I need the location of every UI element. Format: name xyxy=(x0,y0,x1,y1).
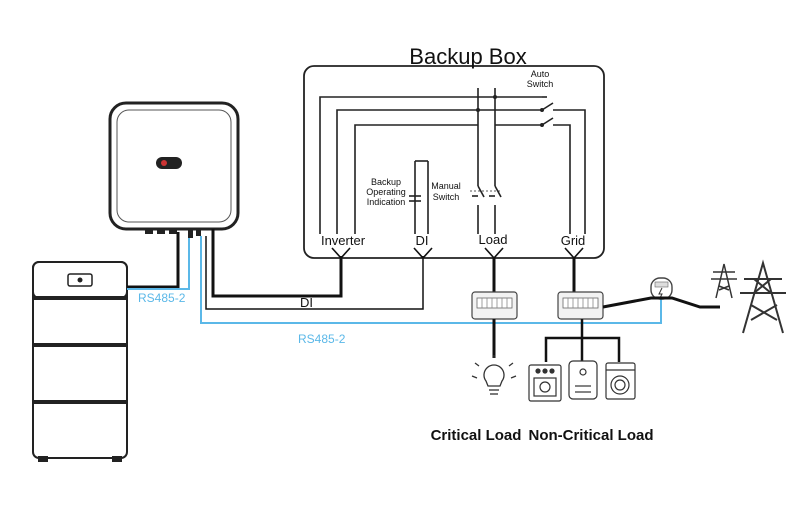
backup-box xyxy=(303,65,605,259)
rs485-meter-cable xyxy=(200,236,662,324)
terminal-inverter-label: Inverter xyxy=(321,233,366,248)
non-critical-load-label: Non-Critical Load xyxy=(528,427,653,444)
auto-switch-label-line2: Switch xyxy=(527,79,554,89)
stove-icon xyxy=(528,364,562,402)
water-heater-icon xyxy=(568,360,598,400)
terminal-connectors xyxy=(331,247,584,260)
washing-machine-icon xyxy=(605,362,636,400)
di-signal-cable xyxy=(205,236,424,310)
backup-indication-label-line3: Indication xyxy=(367,197,406,207)
inverter-unit xyxy=(108,101,240,238)
grid-feed-cable xyxy=(602,296,720,309)
backup-indication-label-line1: Backup xyxy=(371,177,401,187)
power-meter-icon xyxy=(650,277,673,300)
battery-power-cable xyxy=(127,232,180,289)
critical-load-distribution-box xyxy=(471,291,518,320)
inverter-ac-cable xyxy=(211,229,343,298)
manual-switch-label-line1: Manual xyxy=(431,181,461,191)
non-critical-load-wires xyxy=(544,319,621,362)
backup-indication-label-line2: Operating xyxy=(366,187,406,197)
light-bulb-icon xyxy=(471,355,517,395)
rs485-meter-label: RS485-2 xyxy=(298,332,346,346)
non-critical-load-distribution-box xyxy=(557,291,604,320)
rs485-battery-label: RS485-2 xyxy=(138,291,186,305)
terminal-load-label: Load xyxy=(479,232,508,247)
terminal-grid-label: Grid xyxy=(561,233,586,248)
terminal-di-label: DI xyxy=(416,233,429,248)
di-cable-label: DI xyxy=(300,295,313,310)
backup-box-title: Backup Box xyxy=(409,44,526,69)
critical-load-label: Critical Load xyxy=(431,427,522,444)
battery-stack xyxy=(32,261,128,462)
power-tower-large-icon xyxy=(740,259,786,334)
power-tower-small-icon xyxy=(711,263,737,299)
rs485-battery-cable xyxy=(127,238,190,290)
auto-switch-label-line1: Auto xyxy=(531,69,550,79)
manual-switch-label-line2: Switch xyxy=(433,192,460,202)
